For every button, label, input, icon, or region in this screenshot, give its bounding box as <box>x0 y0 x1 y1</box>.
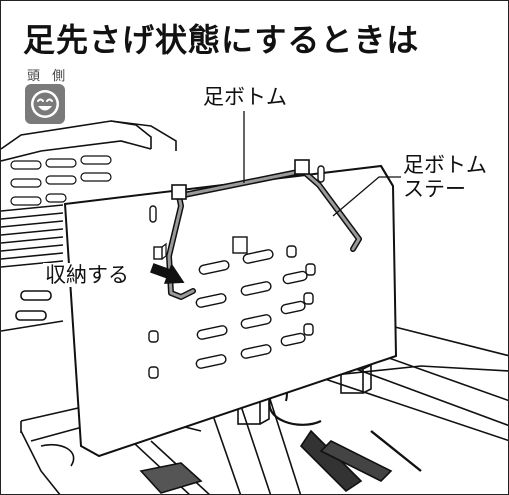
foot-board-panel <box>63 164 398 458</box>
leader-lines <box>243 111 401 217</box>
bed-mattress-frame <box>1 120 177 332</box>
foot-board-stay-label-line1: 足ボトム <box>403 153 487 177</box>
foot-board-stay-label: 足ボトム ステー <box>403 153 487 201</box>
page-title: 足先さげ状態にするときは <box>23 21 420 59</box>
foot-board-label: 足ボトム <box>201 85 289 110</box>
foot-board-stay-label-line2: ステー <box>403 177 466 202</box>
head-side-label: 頭 側 <box>27 69 70 84</box>
black-arrow-icon <box>150 263 185 284</box>
store-label: 収納する <box>43 263 131 288</box>
smiley-face-icon <box>25 84 65 124</box>
